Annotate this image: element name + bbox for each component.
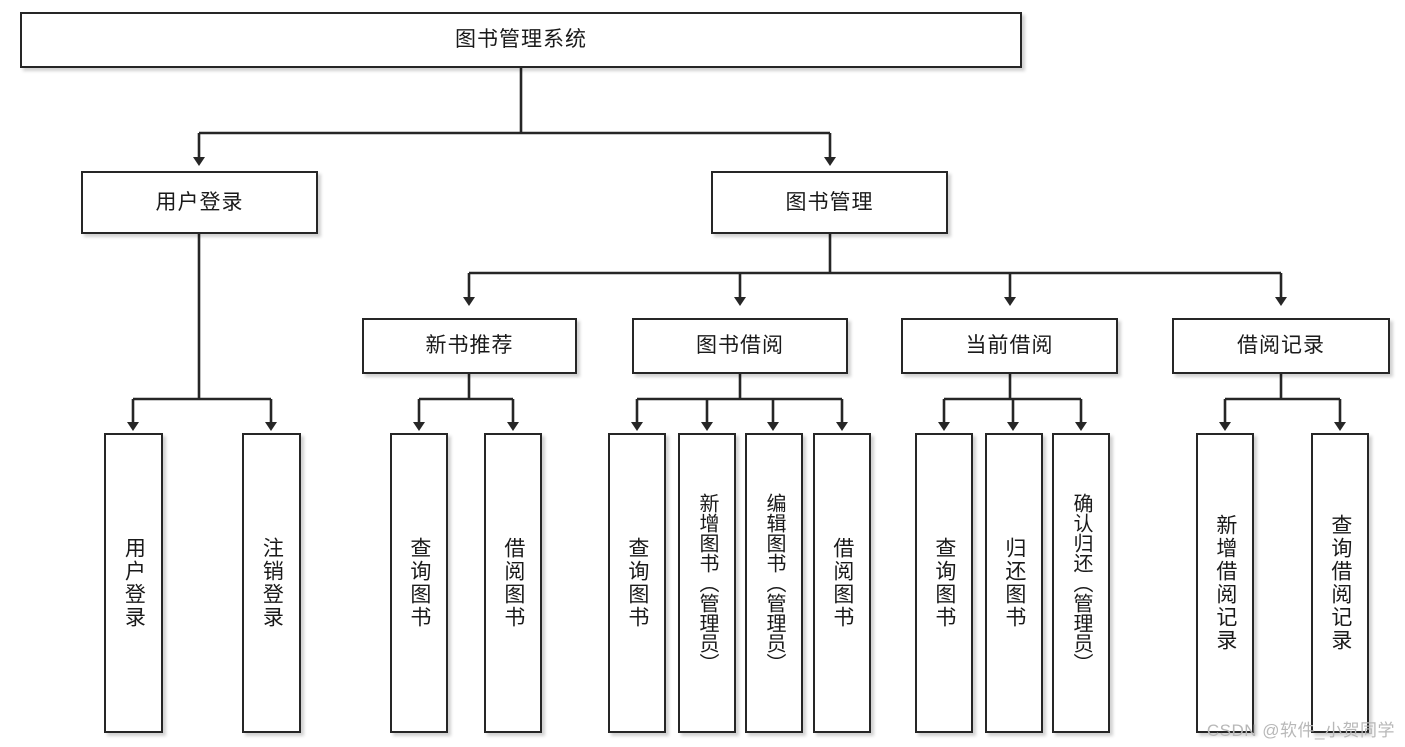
node-root-label: 图书管理系统 xyxy=(455,28,587,52)
leaf-current-confirm-return-admin-label: 确认归还（管理员） xyxy=(1070,493,1092,673)
node-current-borrow-label: 当前借阅 xyxy=(965,334,1054,358)
leaf-borrow-query-book[interactable]: 查询图书 xyxy=(608,433,666,733)
leaf-borrow-borrow-book-label: 借阅图书 xyxy=(830,537,854,629)
leaf-borrow-query-book-label: 查询图书 xyxy=(625,537,649,629)
leaf-borrow-edit-book-admin-label: 编辑图书（管理员） xyxy=(763,493,785,673)
leaf-new-book-borrow[interactable]: 借阅图书 xyxy=(484,433,542,733)
node-user-login[interactable]: 用户登录 xyxy=(81,171,318,234)
node-book-management[interactable]: 图书管理 xyxy=(711,171,948,234)
leaf-borrow-edit-book-admin[interactable]: 编辑图书（管理员） xyxy=(745,433,803,733)
leaf-user-login-signin-label: 用户登录 xyxy=(122,537,146,629)
node-user-login-label: 用户登录 xyxy=(155,190,244,214)
node-borrow-record[interactable]: 借阅记录 xyxy=(1172,318,1390,374)
watermark: CSDN @软件_小贺同学 xyxy=(1206,721,1395,740)
node-new-book-recommend[interactable]: 新书推荐 xyxy=(362,318,577,374)
node-current-borrow[interactable]: 当前借阅 xyxy=(901,318,1118,374)
leaf-current-query-book[interactable]: 查询图书 xyxy=(915,433,973,733)
leaf-borrow-add-book-admin-label: 新增图书（管理员） xyxy=(696,493,718,673)
leaf-current-return-book[interactable]: 归还图书 xyxy=(985,433,1043,733)
leaf-new-book-query-label: 查询图书 xyxy=(407,537,431,629)
leaf-user-login-signout-label: 注销登录 xyxy=(260,537,284,629)
leaf-current-confirm-return-admin[interactable]: 确认归还（管理员） xyxy=(1052,433,1110,733)
node-borrow-record-label: 借阅记录 xyxy=(1237,334,1325,358)
node-book-borrow[interactable]: 图书借阅 xyxy=(632,318,848,374)
leaf-user-login-signin[interactable]: 用户登录 xyxy=(104,433,163,733)
leaf-record-query-label: 查询借阅记录 xyxy=(1328,514,1352,652)
leaf-borrow-borrow-book[interactable]: 借阅图书 xyxy=(813,433,871,733)
leaf-new-book-borrow-label: 借阅图书 xyxy=(501,537,525,629)
leaf-borrow-add-book-admin[interactable]: 新增图书（管理员） xyxy=(678,433,736,733)
leaf-record-query[interactable]: 查询借阅记录 xyxy=(1311,433,1369,733)
node-book-management-label: 图书管理 xyxy=(785,190,874,214)
node-root[interactable]: 图书管理系统 xyxy=(20,12,1022,68)
leaf-user-login-signout[interactable]: 注销登录 xyxy=(242,433,301,733)
leaf-new-book-query[interactable]: 查询图书 xyxy=(390,433,448,733)
node-book-borrow-label: 图书借阅 xyxy=(696,334,784,358)
leaf-current-return-book-label: 归还图书 xyxy=(1002,537,1026,629)
node-new-book-recommend-label: 新书推荐 xyxy=(425,334,514,358)
leaf-record-add[interactable]: 新增借阅记录 xyxy=(1196,433,1254,733)
leaf-current-query-book-label: 查询图书 xyxy=(932,537,956,629)
leaf-record-add-label: 新增借阅记录 xyxy=(1213,514,1237,652)
